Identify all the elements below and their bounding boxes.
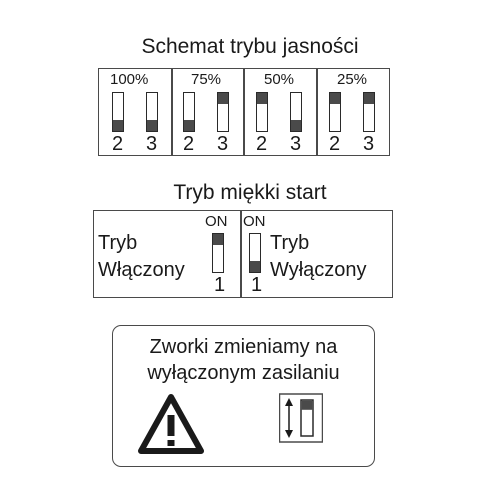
dip-switch-3 [363,92,375,132]
mode-enabled-line2: Włączony [98,259,185,281]
brightness-label-50: 50% [264,71,295,88]
warning-box [112,325,375,467]
switch-knob [291,120,301,131]
switch-number: 2 [329,133,341,155]
dip-switch-3 [290,92,302,132]
switch-number: 3 [146,133,158,155]
warning-text: Zworki zmieniamy na wyłączonym zasilaniu [112,334,375,386]
brightness-divider [243,68,245,156]
dip-switch-2 [112,92,124,132]
soft-start-table [93,210,393,298]
switch-knob [330,93,340,104]
switch-knob [213,234,223,245]
dip-switch-3 [217,92,229,132]
switch-knob [147,120,157,131]
switch-knob [218,93,228,104]
switch-knob [257,93,267,104]
warning-line1: Zworki zmieniamy na [149,336,338,358]
mode-disabled-line1: Tryb [270,232,310,254]
switch-knob [250,261,260,272]
switch-number: 3 [217,133,229,155]
on-label: ON [243,213,266,230]
dip-switch-2 [329,92,341,132]
mode-enabled-line1: Tryb [98,232,138,254]
soft-start-title: Tryb miękki start [173,181,327,204]
warning-line2: wyłączonym zasilaniu [147,362,340,384]
brightness-divider [316,68,318,156]
soft-start-divider [240,210,242,298]
brightness-divider [171,68,173,156]
dip-switch-2 [256,92,268,132]
switch-number: 1 [214,274,226,296]
soft-start-switch-enabled [212,233,224,273]
switch-knob [113,120,123,131]
switch-knob [364,93,374,104]
switch-number: 2 [112,133,124,155]
warning-triangle-icon [138,394,204,454]
mode-disabled-line2: Wyłączony [270,259,367,281]
jumper-toggle-icon [279,393,323,443]
switch-number: 3 [363,133,375,155]
dip-switch-2 [183,92,195,132]
soft-start-switch-disabled [249,233,261,273]
brightness-label-25: 25% [337,71,368,88]
brightness-label-100: 100% [110,71,149,88]
brightness-label-75: 75% [191,71,222,88]
switch-number: 3 [290,133,302,155]
switch-knob [184,120,194,131]
switch-number: 2 [183,133,195,155]
on-label: ON [205,213,228,230]
brightness-title: Schemat trybu jasności [141,35,359,58]
switch-number: 1 [251,274,263,296]
dip-switch-3 [146,92,158,132]
switch-number: 2 [256,133,268,155]
